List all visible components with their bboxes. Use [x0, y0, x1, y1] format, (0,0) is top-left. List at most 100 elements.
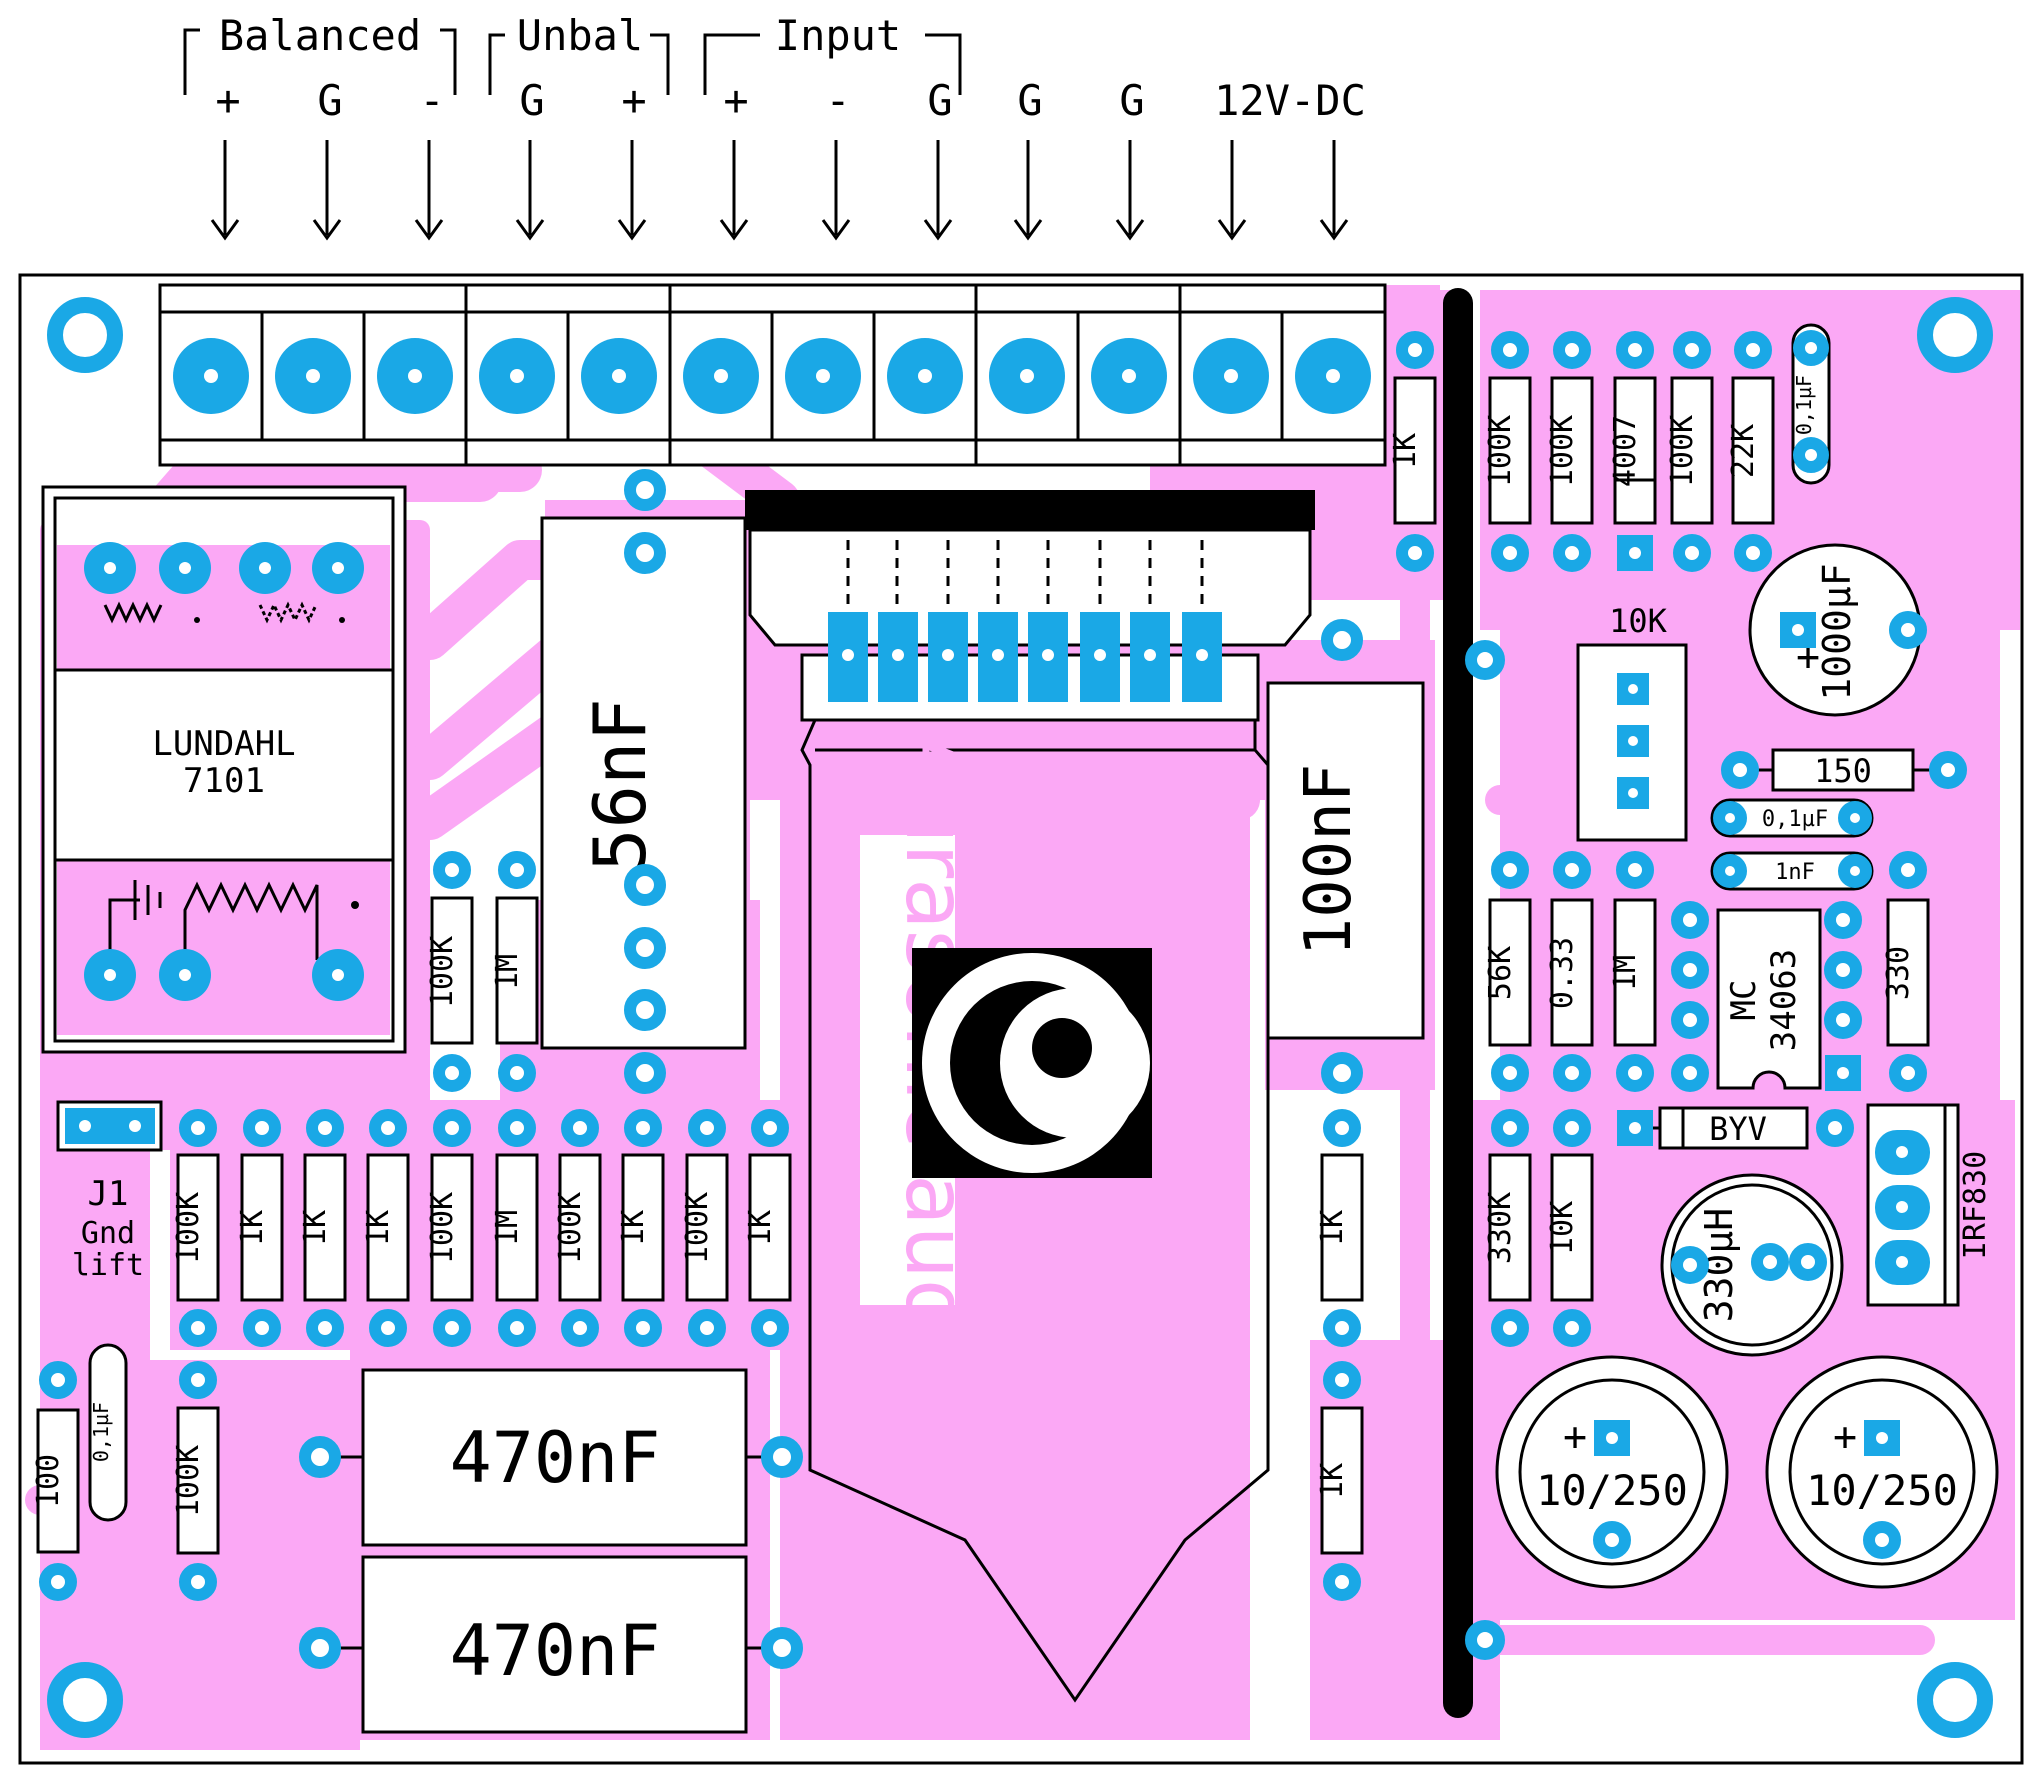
ground-symbol [108, 880, 162, 960]
diode-label-4007: 4007 [1608, 415, 1643, 487]
terminal-label-8: G [927, 76, 952, 125]
resistor-label-1m-mid: 1M [490, 954, 525, 990]
resistor-label-033: 0.33 [1545, 937, 1580, 1009]
cap-1000uf: 1000µF + [1748, 543, 1922, 717]
cap-470nf-b-label: 470nF [450, 1610, 661, 1692]
ic-mc34063: MC 34063 [1716, 908, 1822, 1090]
resistor-label-row-3: 1K [298, 1210, 333, 1246]
cap-56nf-label: 56nF [578, 698, 662, 871]
terminal-block [158, 283, 1387, 467]
terminal-label-10: G [1119, 76, 1144, 125]
bracket-balanced [183, 28, 457, 95]
ic-label-2: 34063 [1764, 949, 1804, 1051]
arrows [210, 140, 1349, 241]
resistor-330k-10k: 330K 10K [1483, 1153, 1594, 1302]
cap-10-250-a: 10/250 + [1495, 1355, 1729, 1589]
resistor-label-100k-low: 100K [171, 1445, 206, 1517]
resistor-label-56k: 56K [1483, 946, 1518, 1000]
svg-text:+: + [1563, 1414, 1587, 1460]
ic-label-1: MC [1724, 980, 1764, 1021]
resistor-label-330: 330 [1881, 946, 1916, 1000]
terminal-label-2: G [317, 76, 342, 125]
resistor-label-row-1: 100K [171, 1192, 206, 1264]
tube [745, 490, 1315, 1703]
cap-1000uf-label: 1000µF [1815, 563, 1859, 700]
resistor-label-1m-right: 1M [1608, 955, 1643, 991]
resistor-label-row-6: 1M [490, 1210, 525, 1246]
heatsink-pads [1465, 640, 1505, 1660]
resistor-mid-left: 100K 1M [425, 896, 539, 1045]
resistor-label-top-5: 22K [1726, 424, 1761, 478]
pads [39, 330, 1967, 1669]
diode-label-byv: BYV [1709, 1110, 1767, 1148]
jumper-name: J1 [88, 1174, 129, 1214]
trimmer-label: 10K [1609, 602, 1668, 640]
transformer-label-2: 7101 [183, 761, 265, 801]
cap-100nf-label: 100nF [1292, 764, 1366, 957]
resistor-label-150: 150 [1814, 752, 1872, 790]
group-label-input: Input [775, 11, 901, 60]
resistor-label-100: 100 [31, 1454, 66, 1508]
cap-470nf-a: 470nF [335, 1368, 780, 1547]
terminal-label-6: + [723, 76, 748, 125]
terminal-label-5: + [621, 76, 646, 125]
resistor-row: 100K 1K 1K 1K 100K 1M 100K 1K 100K 1K [171, 1153, 792, 1302]
resistor-label-10k: 10K [1545, 1201, 1580, 1255]
cap-470nf-a-label: 470nF [450, 1417, 661, 1499]
resistor-label-1k-col-1: 1K [1315, 1210, 1350, 1246]
bracket-unbal [488, 33, 670, 95]
resistor-1k-column: 1K 1K [1315, 1153, 1364, 1555]
cap-label-01-left: 0,1µF [89, 1402, 113, 1462]
resistor-label-row-9: 100K [680, 1192, 715, 1264]
mosfet-irf830: IRF830 [1866, 1103, 1993, 1307]
resistor-top-right: 1K 100K 100K 4007 100K 22K 0,1µF [1388, 323, 1831, 525]
resistor-label-1k-top: 1K [1388, 433, 1423, 469]
resistor-right-column: 56K 0.33 1M 330 [1483, 898, 1930, 1047]
cap-100nf: 100nF [1266, 681, 1425, 1040]
resistor-label-top-2: 100K [1545, 415, 1580, 487]
group-label-unbal: Unbal [517, 11, 643, 60]
resistor-150: 150 [1745, 748, 1945, 792]
cap-470nf-b: 470nF [335, 1555, 780, 1734]
resistor-label-row-4: 1K [361, 1210, 396, 1246]
terminal-label-7: - [825, 76, 850, 125]
resistor-label-1k-col-2: 1K [1315, 1463, 1350, 1499]
resistor-label-row-2: 1K [235, 1210, 270, 1246]
transformer: LUNDAHL 7101 [41, 485, 407, 1054]
resistor-label-100k-mid: 100K [425, 936, 460, 1008]
terminal-label-1: + [215, 76, 240, 125]
transformer-label-1: LUNDAHL [152, 724, 295, 764]
heatsink-bar [1443, 288, 1473, 1718]
resistor-label-top-1: 100K [1483, 415, 1518, 487]
mounting-holes [47, 297, 1993, 1738]
header: Balanced Unbal Input + G - G + + - G G G… [183, 11, 1366, 241]
jumper-label-1: Gnd [81, 1216, 135, 1251]
cap-label-1nf: 1nF [1775, 860, 1815, 885]
resistor-label-row-8: 1K [616, 1210, 651, 1246]
terminal-label-3: - [419, 76, 444, 125]
resistor-label-row-10: 1K [743, 1210, 778, 1246]
jumper-label-2: lift [72, 1248, 144, 1283]
group-label-balanced: Balanced [219, 11, 421, 60]
svg-text:+: + [1833, 1414, 1857, 1460]
resistor-label-row-7: 100K [553, 1192, 588, 1264]
mosfet-label: IRF830 [1958, 1151, 1993, 1259]
terminal-label-4: G [519, 76, 544, 125]
terminal-label-9: G [1017, 76, 1042, 125]
resistor-label-330k: 330K [1483, 1192, 1518, 1264]
jumper-j1: J1 Gnd lift [56, 1100, 163, 1283]
cap-01-mid: 0,1µF [1710, 798, 1874, 838]
cap-10-250-a-label: 10/250 [1536, 1466, 1688, 1515]
resistor-label-row-5: 100K [425, 1192, 460, 1264]
resistor-label-top-4: 100K [1665, 415, 1700, 487]
resistor-lower-left: 100K 100 0,1µF [31, 1343, 220, 1555]
cap-10-250-b-label: 10/250 [1806, 1466, 1958, 1515]
cap-10-250-b: 10/250 + [1765, 1355, 1999, 1589]
terminal-label-11: 12V-DC [1214, 76, 1366, 125]
brand-logo [912, 948, 1152, 1178]
bracket-input [703, 33, 962, 95]
cap-label-top-small: 0,1µF [1792, 375, 1816, 435]
square-pads [1594, 535, 1900, 1456]
cap-label-01-mid: 0,1µF [1762, 807, 1828, 832]
